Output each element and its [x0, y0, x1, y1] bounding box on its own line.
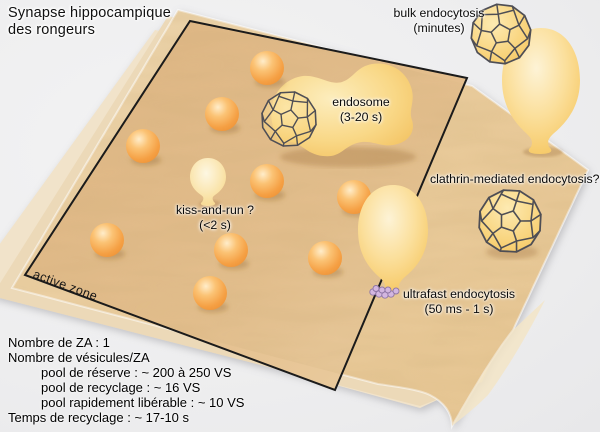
reserve-vesicle	[193, 276, 227, 310]
bulk-endocytosis-vesicle	[502, 28, 580, 154]
figure-title: Synapse hippocampique des rongeurs	[8, 5, 171, 38]
bulk-endocytosis-label: bulk endocytosis (minutes)	[393, 6, 485, 35]
kiss-and-run-label: kiss-and-run ? (<2 s)	[176, 203, 254, 232]
stat-pool-liberable: pool rapidement libérable : ~ 10 VS	[41, 394, 245, 410]
clathrin-mediated-label: clathrin-mediated endocytosis?	[430, 172, 600, 186]
reserve-vesicle	[205, 97, 239, 131]
reserve-vesicle	[126, 129, 160, 163]
stat-pool-reserve: pool de réserve : ~ 200 à 250 VS	[41, 364, 232, 380]
endocytosis-bead-collar	[369, 285, 400, 299]
page-curl	[452, 300, 545, 426]
clathrin-cage-bulk	[466, 0, 536, 69]
endosome-label: endosome (3-20 s)	[332, 95, 390, 124]
stat-temps-recyclage: Temps de recyclage : ~ 17-10 s	[8, 409, 190, 425]
stat-nombre-vesicules: Nombre de vésicules/ZA	[8, 349, 150, 365]
ultrafast-endocytosis-vesicle	[358, 185, 428, 291]
reserve-vesicle	[308, 241, 342, 275]
endosome-shadow	[280, 147, 416, 167]
membrane-texture	[12, 10, 588, 426]
clathrin-cage-endosome	[255, 85, 323, 153]
figure-title-line2: des rongeurs	[8, 21, 96, 38]
stat-nombre-za: Nombre de ZA : 1	[8, 335, 110, 350]
reserve-vesicle	[214, 233, 248, 267]
clathrin-cage-cme	[469, 180, 551, 262]
kiss-and-run-vesicle	[190, 158, 226, 206]
figure-title-line1: Synapse hippocampique	[8, 5, 172, 21]
synaptic-vesicles	[90, 51, 371, 310]
reserve-vesicle	[250, 51, 284, 85]
active-zone-border	[23, 19, 469, 392]
ultrafast-endocytosis-label: ultrafast endocytosis (50 ms - 1 s)	[402, 287, 516, 316]
reserve-vesicle	[90, 223, 124, 257]
reserve-vesicle	[337, 180, 371, 214]
reserve-vesicle	[250, 164, 284, 198]
stat-pool-recyclage: pool de recyclage : ~ 16 VS	[41, 379, 201, 395]
synapse-stats-block: Nombre de ZA : 1 Nombre de vésicules/ZA …	[8, 335, 245, 425]
